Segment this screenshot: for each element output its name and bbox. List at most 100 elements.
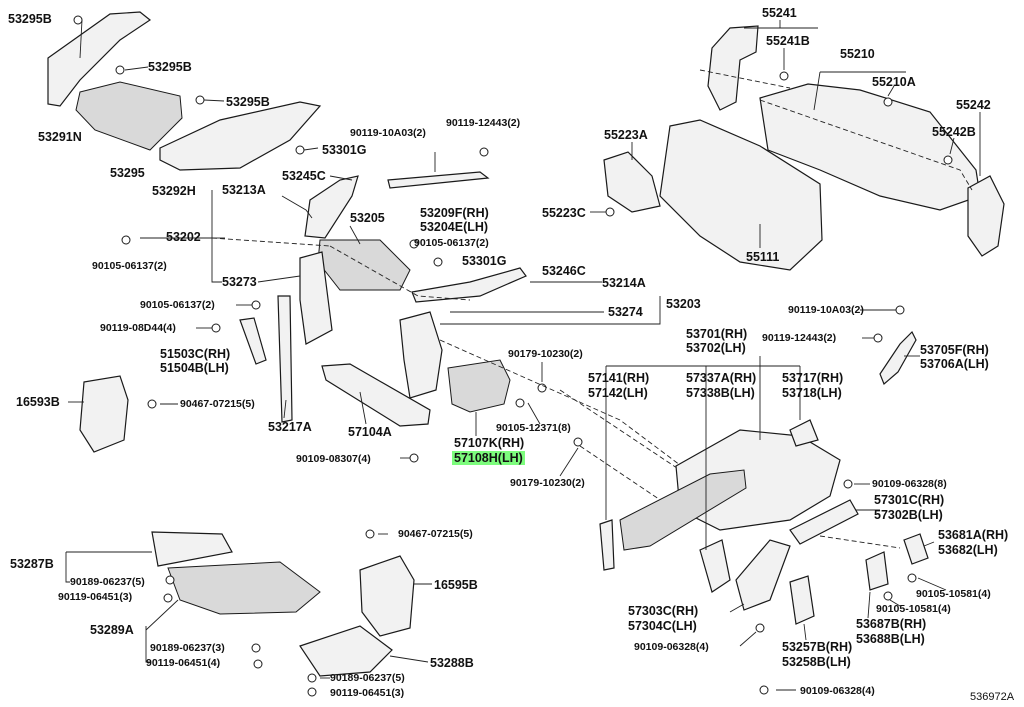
label-53717[interactable]: 53717(RH)	[782, 371, 844, 385]
label-53681A[interactable]: 53681A(RH)	[938, 528, 1009, 542]
part-53705F[interactable]	[879, 330, 917, 386]
label-90119-12443-b[interactable]: 90119-12443(2)	[762, 332, 837, 344]
part-16595B[interactable]	[359, 555, 415, 637]
part-53687B[interactable]	[865, 551, 889, 591]
label-57141[interactable]: 57141(RH)	[588, 371, 650, 385]
part-57141[interactable]	[619, 469, 747, 551]
label-90105-10581-a[interactable]: 90105-10581(4)	[916, 588, 991, 600]
label-51503C[interactable]: 51503C(RH)	[160, 347, 231, 361]
part-57104A[interactable]	[321, 363, 431, 427]
part-53203[interactable]	[399, 311, 443, 399]
label-16593B[interactable]: 16593B	[16, 395, 60, 409]
part-53289A[interactable]	[167, 561, 321, 615]
part-53291N[interactable]	[47, 11, 152, 107]
label-53687B[interactable]: 53687B(RH)	[856, 617, 927, 631]
part-16593B[interactable]	[79, 375, 129, 453]
label-90109-08307[interactable]: 90109-08307(4)	[296, 453, 371, 465]
label-51504B[interactable]: 51504B(LH)	[160, 361, 229, 375]
label-90119-06451-b[interactable]: 90119-06451(4)	[146, 657, 221, 669]
label-53301G-a[interactable]: 53301G	[322, 143, 367, 157]
label-53258B[interactable]: 53258B(LH)	[782, 655, 851, 669]
part-55111[interactable]	[659, 119, 823, 271]
part-53245C[interactable]	[304, 175, 359, 239]
part-53257B[interactable]	[789, 575, 815, 625]
label-53705F[interactable]: 53705F(RH)	[920, 343, 989, 357]
part-brace-rh[interactable]	[599, 519, 615, 571]
part-53246C[interactable]	[411, 267, 527, 303]
label-53295B-c[interactable]: 53295B	[226, 95, 270, 109]
label-53213A[interactable]: 53213A	[222, 183, 266, 197]
label-53257B[interactable]: 53257B(RH)	[782, 640, 853, 654]
label-53204E[interactable]: 53204E(LH)	[420, 220, 489, 234]
label-57303C[interactable]: 57303C(RH)	[628, 604, 699, 618]
label-55241[interactable]: 55241	[762, 6, 797, 20]
label-53295[interactable]: 53295	[110, 166, 145, 180]
label-53209F[interactable]: 53209F(RH)	[420, 206, 489, 220]
label-55111[interactable]: 55111	[746, 250, 780, 264]
label-90179-10230-a[interactable]: 90179-10230(2)	[508, 348, 583, 360]
label-53287B[interactable]: 53287B	[10, 557, 54, 571]
label-90105-06137-a[interactable]: 90105-06137(2)	[92, 260, 167, 272]
part-57337A[interactable]	[699, 539, 731, 593]
label-53682[interactable]: 53682(LH)	[938, 543, 998, 557]
label-57142[interactable]: 57142(LH)	[588, 386, 648, 400]
label-53289A[interactable]: 53289A	[90, 623, 134, 637]
label-55223C[interactable]: 55223C	[542, 206, 586, 220]
label-90119-06451-c[interactable]: 90119-06451(3)	[330, 687, 405, 699]
part-53209F[interactable]	[387, 171, 490, 189]
label-90119-10A03-b[interactable]: 90119-10A03(2)	[788, 304, 864, 316]
label-90189-06237-a[interactable]: 90189-06237(5)	[70, 576, 145, 588]
label-53246C[interactable]: 53246C	[542, 264, 586, 278]
part-53717[interactable]	[789, 419, 819, 447]
label-90119-12443-a[interactable]: 90119-12443(2)	[446, 117, 521, 129]
part-53287B[interactable]	[151, 531, 233, 567]
label-90109-06328-a[interactable]: 90109-06328(8)	[872, 478, 947, 490]
label-53688B[interactable]: 53688B(LH)	[856, 632, 925, 646]
part-55223A[interactable]	[603, 151, 661, 213]
label-53295B-b[interactable]: 53295B	[148, 60, 192, 74]
part-53681A[interactable]	[903, 533, 929, 565]
part-53217A[interactable]	[277, 295, 293, 423]
label-90109-06328-c[interactable]: 90109-06328(4)	[800, 685, 875, 697]
label-57104A[interactable]: 57104A	[348, 425, 392, 439]
label-55242B[interactable]: 55242B	[932, 125, 976, 139]
label-57107K[interactable]: 57107K(RH)	[454, 436, 525, 450]
part-53288B[interactable]	[299, 625, 393, 677]
label-53295B-a[interactable]: 53295B	[8, 12, 52, 26]
label-90189-06237-c[interactable]: 90189-06237(5)	[330, 672, 405, 684]
label-57108H-highlighted[interactable]: 57108H(LH)	[452, 451, 525, 465]
label-90105-06137-b[interactable]: 90105-06137(2)	[414, 237, 489, 249]
part-53295[interactable]	[75, 81, 183, 151]
label-53274[interactable]: 53274	[608, 305, 643, 319]
label-53203[interactable]: 53203	[666, 297, 701, 311]
label-57302B[interactable]: 57302B(LH)	[874, 508, 943, 522]
label-53202[interactable]: 53202	[166, 230, 201, 244]
label-57304C[interactable]: 57304C(LH)	[628, 619, 697, 633]
label-53301G-b[interactable]: 53301G	[462, 254, 507, 268]
part-57301C[interactable]	[789, 499, 859, 545]
label-53702[interactable]: 53702(LH)	[686, 341, 746, 355]
label-90119-08D44[interactable]: 90119-08D44(4)	[100, 322, 176, 334]
label-53292H[interactable]: 53292H	[152, 184, 196, 198]
part-53273[interactable]	[299, 251, 333, 345]
part-55242[interactable]	[967, 175, 1005, 257]
label-90467-07215-b[interactable]: 90467-07215(5)	[398, 528, 473, 540]
label-90105-12371[interactable]: 90105-12371(8)	[496, 422, 571, 434]
label-53217A[interactable]: 53217A	[268, 420, 312, 434]
label-90119-06451-a[interactable]: 90119-06451(3)	[58, 591, 133, 603]
part-51503C[interactable]	[239, 317, 267, 365]
part-53292H[interactable]	[159, 101, 322, 171]
label-55223A[interactable]: 55223A	[604, 128, 648, 142]
label-90189-06237-b[interactable]: 90189-06237(3)	[150, 642, 225, 654]
part-57303C[interactable]	[735, 539, 791, 611]
label-90119-10A03-a[interactable]: 90119-10A03(2)	[350, 127, 426, 139]
label-57301C[interactable]: 57301C(RH)	[874, 493, 945, 507]
label-53701[interactable]: 53701(RH)	[686, 327, 748, 341]
part-55241[interactable]	[707, 25, 759, 111]
label-53214A[interactable]: 53214A	[602, 276, 646, 290]
label-53273[interactable]: 53273	[222, 275, 257, 289]
label-55241B[interactable]: 55241B	[766, 34, 810, 48]
label-53291N[interactable]: 53291N	[38, 130, 82, 144]
label-57337A[interactable]: 57337A(RH)	[686, 371, 757, 385]
label-90179-10230-b[interactable]: 90179-10230(2)	[510, 477, 585, 489]
